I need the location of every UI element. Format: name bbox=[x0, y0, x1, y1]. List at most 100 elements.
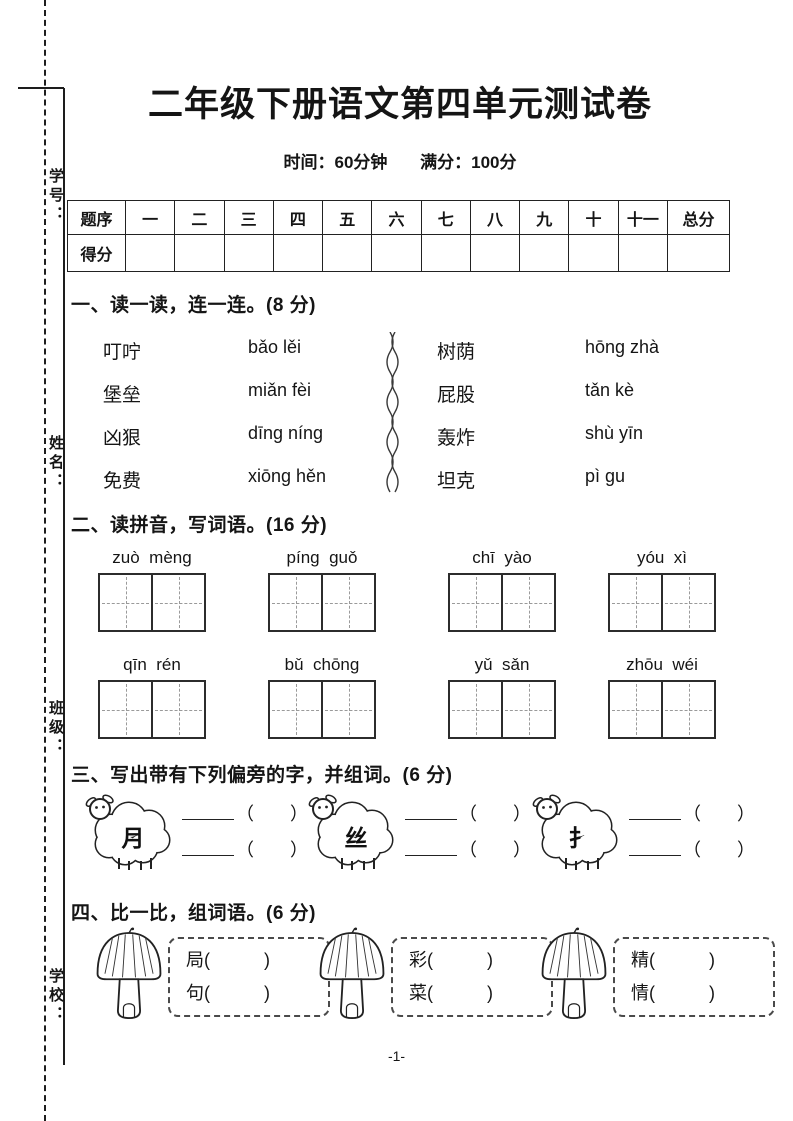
match-row: 堡垒 miǎn fèi 屁股 tǎn kè bbox=[0, 380, 793, 408]
writing-cell bbox=[501, 682, 554, 737]
radical-label: 月 bbox=[121, 825, 145, 851]
score-row-label: 得分 bbox=[67, 234, 126, 272]
writing-cell bbox=[321, 575, 374, 630]
cut-dashed-line bbox=[44, 0, 46, 1121]
score-cell bbox=[371, 234, 422, 272]
writing-grid bbox=[608, 680, 716, 739]
writing-cell bbox=[151, 575, 204, 630]
radical-group: 月 （ ） （ ） bbox=[85, 792, 308, 872]
writing-cell bbox=[661, 575, 714, 630]
score-cell bbox=[667, 234, 730, 272]
radical-group: 丝 （ ） （ ） bbox=[308, 792, 531, 872]
score-header-cell: 十一 bbox=[617, 200, 669, 235]
score-header-cell: 三 bbox=[223, 200, 274, 235]
radical-answer-blanks: （ ） （ ） bbox=[182, 792, 308, 862]
match-word: 坦克 bbox=[437, 471, 476, 492]
score-header-cell: 四 bbox=[272, 200, 324, 235]
writing-cell bbox=[100, 575, 151, 630]
margin-label-student-id: 学号： bbox=[47, 168, 64, 225]
match-row: 免费 xiōng hěn 坦克 pì gu bbox=[0, 466, 793, 494]
score-header-cell: 五 bbox=[322, 200, 373, 235]
score-header-cell: 二 bbox=[174, 200, 225, 235]
pinyin-write-item: qīn rén bbox=[98, 655, 206, 739]
writing-cell bbox=[501, 575, 554, 630]
pinyin-label: chī yào bbox=[472, 548, 532, 567]
margin-label-class: 班级： bbox=[47, 700, 64, 757]
page-number: -1- bbox=[387, 1048, 406, 1064]
word-blank-parens: （ ） bbox=[236, 840, 308, 860]
answer-row: （ ） bbox=[405, 800, 531, 826]
compare-group: 局( ) 句( ) bbox=[92, 925, 330, 1027]
writing-cell bbox=[270, 575, 321, 630]
pinyin-label: bǔ chōng bbox=[284, 655, 360, 674]
word-pair-bottom: 句( ) bbox=[186, 983, 270, 1003]
match-pinyin: shù yīn bbox=[585, 423, 644, 443]
answer-blank-line bbox=[629, 801, 681, 820]
match-row: 叮咛 bǎo lěi 树荫 hōng zhà bbox=[0, 337, 793, 365]
writing-grid bbox=[448, 573, 556, 632]
answer-row: （ ） bbox=[629, 836, 755, 862]
writing-cell bbox=[151, 682, 204, 737]
pinyin-write-item: chī yào bbox=[448, 548, 556, 632]
mushroom-house-icon bbox=[319, 927, 385, 1020]
score-cell bbox=[469, 234, 521, 272]
compare-group: 彩( ) 菜( ) bbox=[315, 925, 553, 1027]
match-word: 屁股 bbox=[437, 385, 476, 406]
writing-grid bbox=[268, 680, 376, 739]
word-blank-parens: （ ） bbox=[459, 804, 531, 824]
match-word: 树荫 bbox=[437, 342, 476, 363]
margin-label-name: 姓名： bbox=[47, 435, 64, 492]
score-table: 题序 一 二 三 四 五 六 七 八 九 十 十一 总分 得分 bbox=[67, 200, 730, 272]
pinyin-label: zuò mèng bbox=[112, 548, 192, 567]
writing-grid bbox=[98, 680, 206, 739]
pinyin-write-item: zhōu wéi bbox=[608, 655, 716, 739]
score-header-cell: 六 bbox=[371, 200, 422, 235]
answer-blank-line bbox=[405, 837, 457, 856]
answer-row: （ ） bbox=[182, 836, 308, 862]
word-blank-parens: （ ） bbox=[236, 804, 308, 824]
word-blank-parens: （ ） bbox=[683, 804, 755, 824]
section-3-heading: 三、写出带有下列偏旁的字，并组词。(6 分) bbox=[71, 765, 453, 786]
match-pinyin: bǎo lěi bbox=[248, 337, 302, 357]
word-pair-bottom: 菜( ) bbox=[409, 983, 493, 1003]
pinyin-write-item: píng guǒ bbox=[268, 548, 376, 632]
word-pair-box: 局( ) 句( ) bbox=[168, 937, 330, 1017]
radical-label: 扌 bbox=[569, 825, 592, 851]
answer-row: （ ） bbox=[405, 836, 531, 862]
score-cell bbox=[272, 234, 324, 272]
writing-cell bbox=[270, 682, 321, 737]
sheep-mascot-icon: 月 bbox=[85, 794, 171, 870]
word-blank-parens: （ ） bbox=[683, 840, 755, 860]
margin-label-school: 学校： bbox=[47, 968, 64, 1025]
writing-cell bbox=[610, 682, 661, 737]
pinyin-write-item: bǔ chōng bbox=[268, 655, 376, 739]
match-word: 凶狠 bbox=[103, 428, 142, 449]
compare-group: 精( ) 情( ) bbox=[537, 925, 775, 1027]
writing-grid bbox=[448, 680, 556, 739]
match-word: 免费 bbox=[103, 471, 142, 492]
word-pair-top: 精( ) bbox=[631, 950, 715, 970]
score-header-cell: 七 bbox=[420, 200, 471, 235]
match-word: 叮咛 bbox=[103, 342, 142, 363]
exam-meta: 时间：60分钟 满分：100分 bbox=[70, 148, 730, 173]
writing-grid bbox=[98, 573, 206, 632]
writing-cell bbox=[450, 575, 501, 630]
section-1-heading: 一、读一读，连一连。(8 分) bbox=[71, 295, 317, 316]
match-word: 堡垒 bbox=[103, 385, 142, 406]
match-row: 凶狠 dīng níng 轰炸 shù yīn bbox=[0, 423, 793, 451]
score-table-header-row: 题序 一 二 三 四 五 六 七 八 九 十 十一 总分 bbox=[67, 200, 730, 235]
wavy-divider bbox=[386, 332, 399, 493]
score-cell bbox=[322, 234, 373, 272]
score-header-cell: 八 bbox=[469, 200, 521, 235]
answer-blank-line bbox=[629, 837, 681, 856]
pinyin-label: zhōu wéi bbox=[626, 655, 698, 674]
score-header-cell: 十 bbox=[568, 200, 619, 235]
page-title: 二年级下册语文第四单元测试卷 bbox=[147, 85, 652, 124]
writing-cell bbox=[321, 682, 374, 737]
match-pinyin: pì gu bbox=[585, 466, 626, 486]
pinyin-label: yóu xì bbox=[636, 548, 688, 567]
score-cell bbox=[174, 234, 225, 272]
radical-answer-blanks: （ ） （ ） bbox=[629, 792, 755, 862]
pinyin-write-item: yǔ sǎn bbox=[448, 655, 556, 739]
